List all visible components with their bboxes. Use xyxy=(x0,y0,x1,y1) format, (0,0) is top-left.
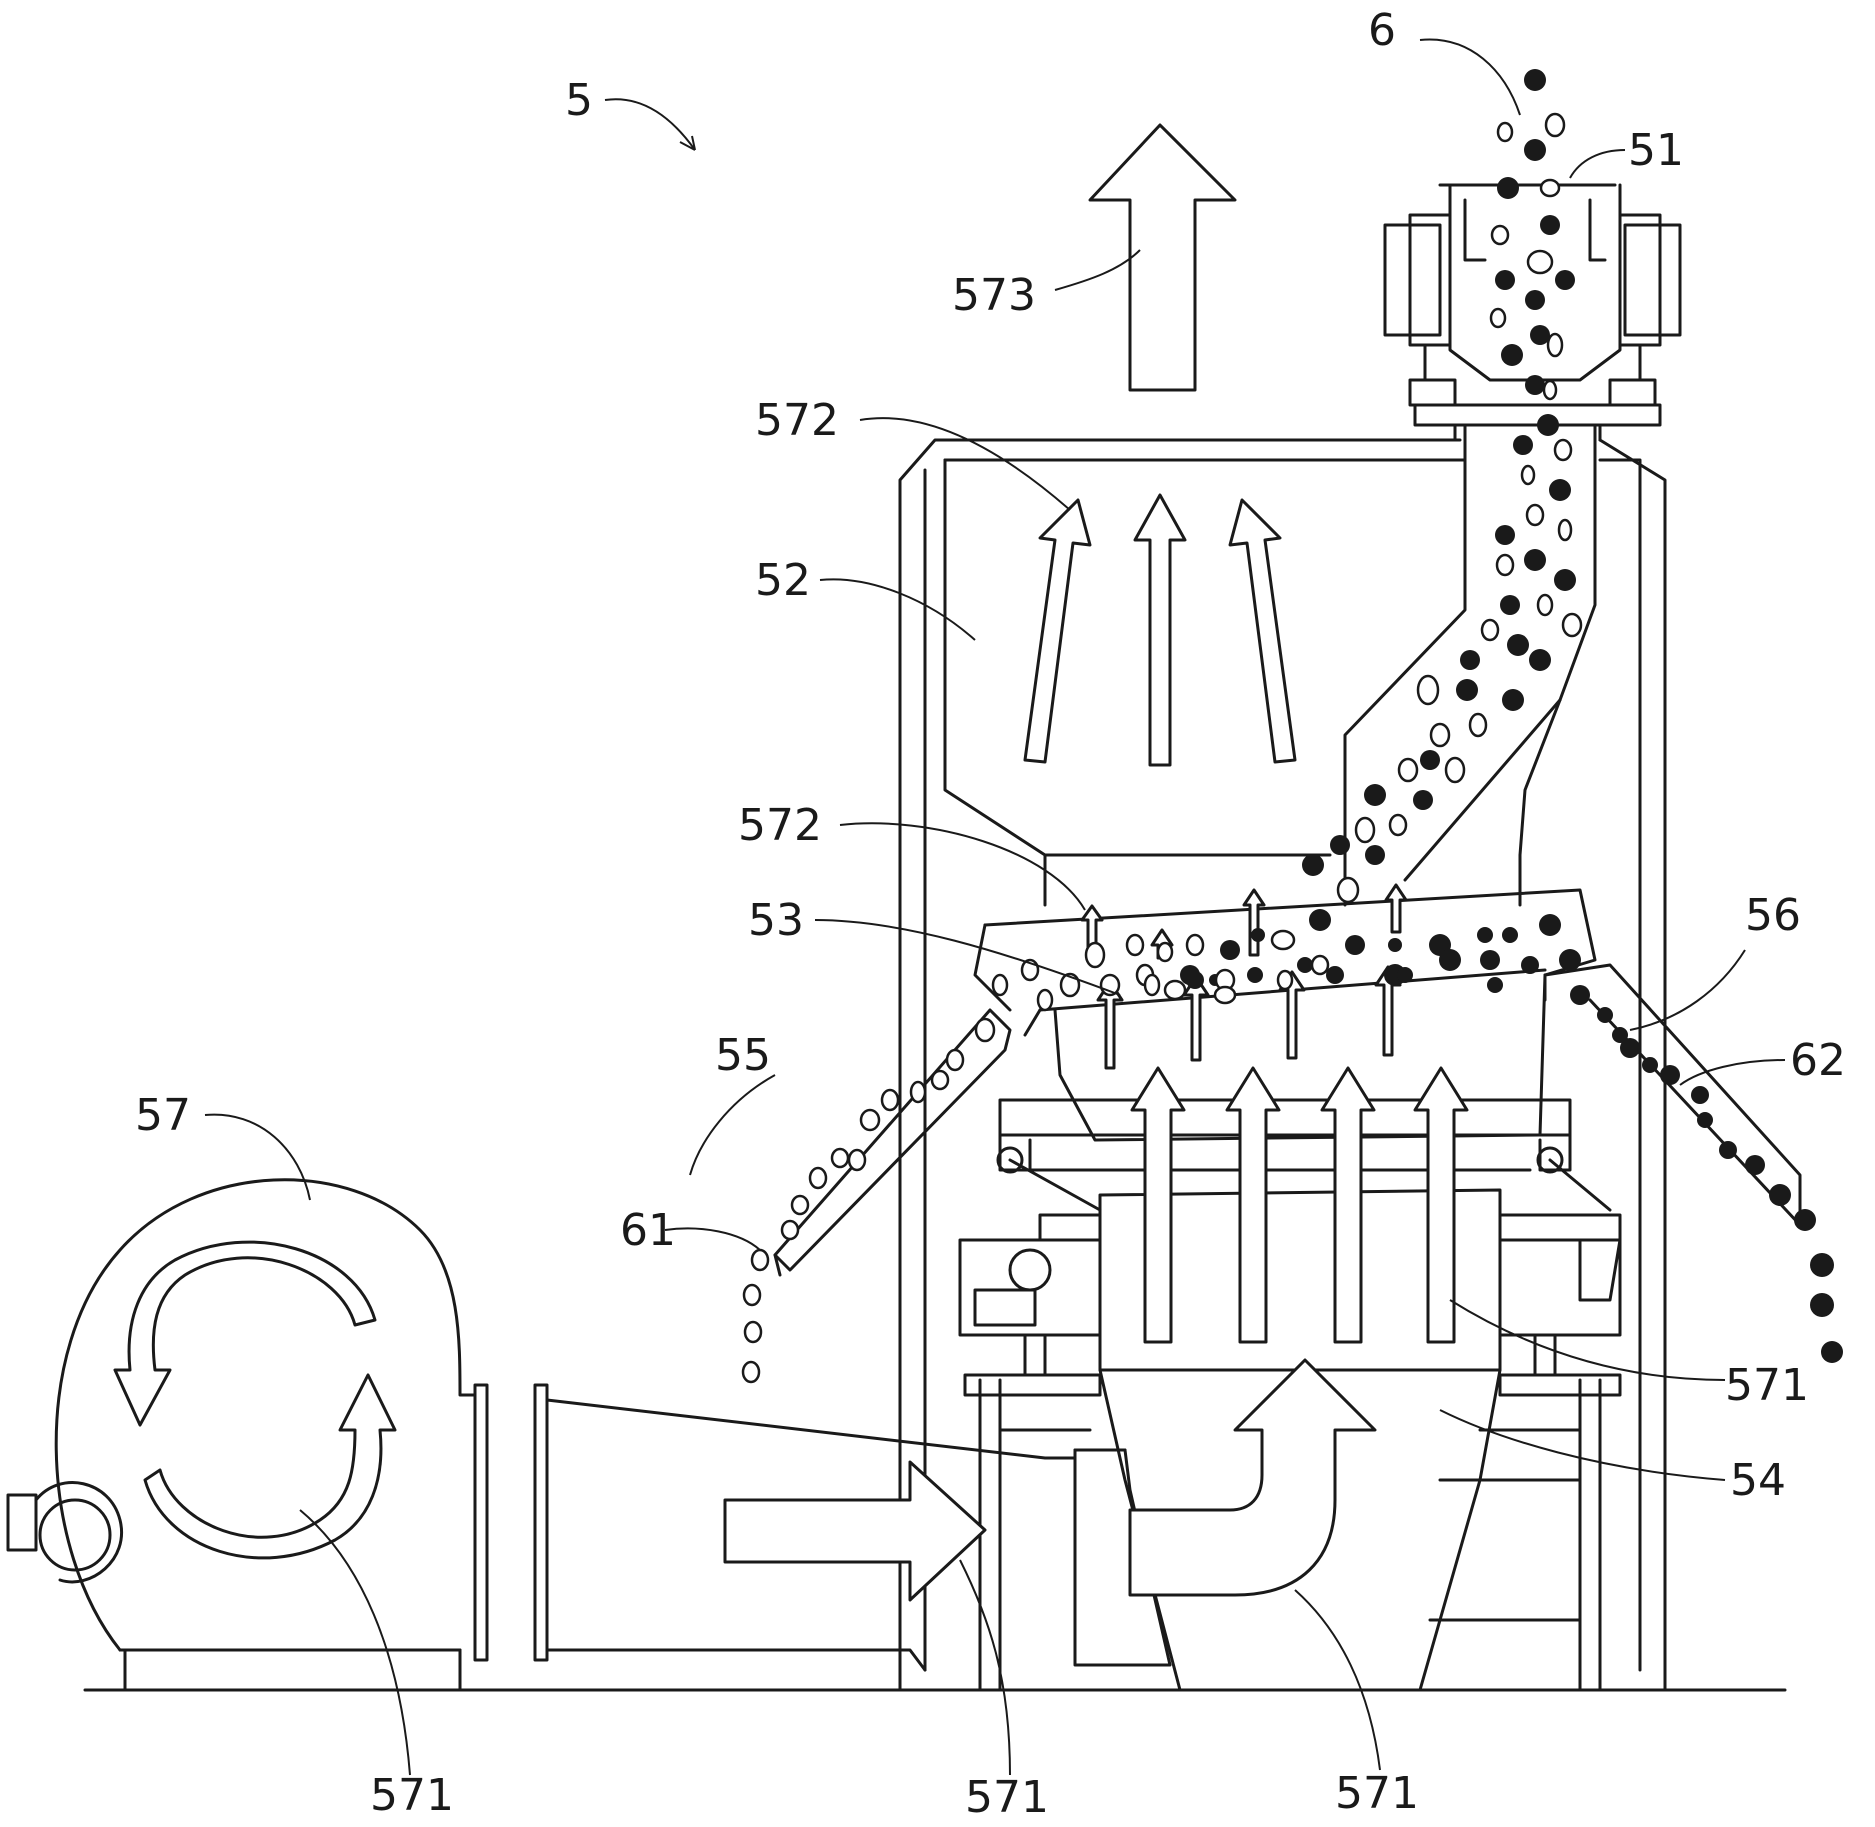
label-572-top: 572 xyxy=(755,395,839,446)
label-53: 53 xyxy=(748,895,804,946)
label-61: 61 xyxy=(620,1205,676,1256)
reference-labels: 5 6 51 573 572 52 572 53 56 62 55 57 61 … xyxy=(135,5,1846,1823)
material-particles xyxy=(743,69,1843,1382)
duct-flow-arrow xyxy=(725,1462,985,1600)
label-6: 6 xyxy=(1368,5,1396,56)
label-62: 62 xyxy=(1790,1035,1846,1086)
label-571-right: 571 xyxy=(1725,1360,1809,1411)
label-573: 573 xyxy=(952,270,1036,321)
turn-flow-arrow xyxy=(1130,1360,1375,1595)
label-51: 51 xyxy=(1628,125,1684,176)
arrow-up-center xyxy=(1135,495,1185,765)
blower-rotation-arrow-bottom xyxy=(145,1375,395,1558)
screen-deck xyxy=(975,890,1595,1140)
arrow-up-left xyxy=(1025,500,1090,762)
feed-hopper xyxy=(1385,185,1680,440)
label-52: 52 xyxy=(755,555,811,606)
label-54: 54 xyxy=(1730,1455,1786,1506)
light-chute xyxy=(775,1010,1010,1275)
label-572-mid: 572 xyxy=(738,800,822,851)
label-55: 55 xyxy=(715,1030,771,1081)
label-571-duct: 571 xyxy=(965,1772,1049,1823)
blower xyxy=(8,1180,475,1690)
label-57: 57 xyxy=(135,1090,191,1141)
label-571-blower: 571 xyxy=(370,1770,454,1821)
upper-chamber-arrows xyxy=(1025,495,1295,765)
label-5: 5 xyxy=(565,75,593,126)
label-56: 56 xyxy=(1745,890,1801,941)
label-571-turn: 571 xyxy=(1335,1768,1419,1819)
blower-rotation-arrow-top xyxy=(115,1242,375,1425)
arrow-up-right xyxy=(1230,500,1295,762)
exhaust-arrow xyxy=(1090,125,1235,390)
